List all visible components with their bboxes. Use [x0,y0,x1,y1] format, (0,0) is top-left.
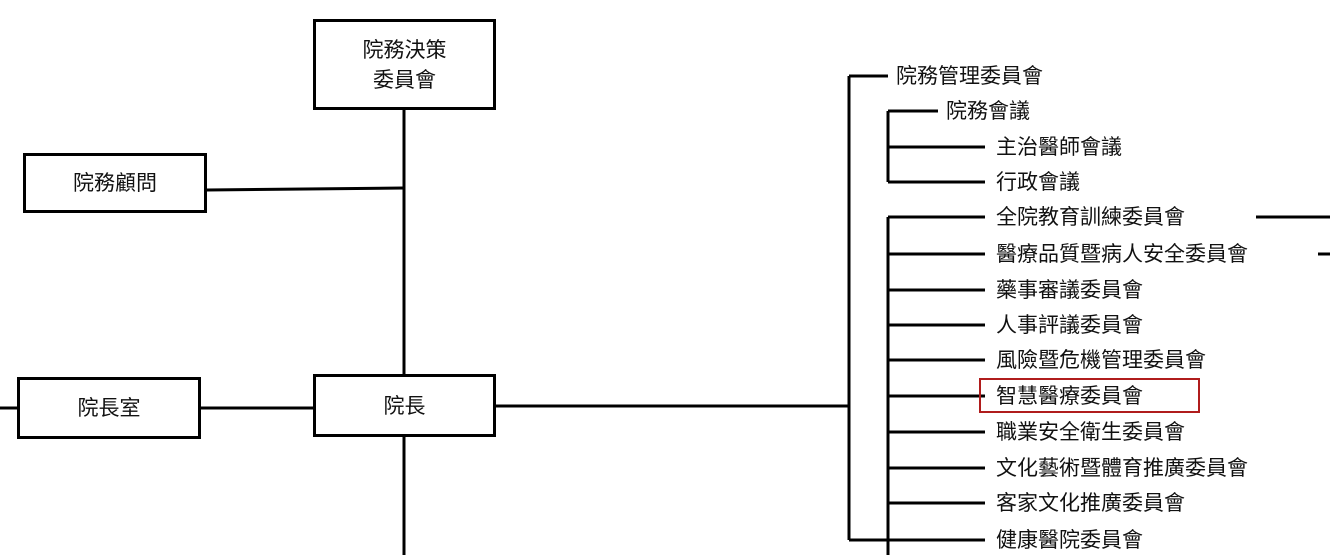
admin-meeting-label: 行政會議 [996,170,1080,194]
president-office-box: 院長室 [17,377,201,439]
president-box: 院長 [313,374,496,437]
committee-item: 文化藝術暨體育推廣委員會 [996,456,1248,480]
decision-committee-box: 院務決策 委員會 [313,19,496,110]
committee-item: 職業安全衛生委員會 [996,420,1185,444]
committee-item: 健康醫院委員會 [996,528,1143,552]
committee-item-highlighted: 智慧醫療委員會 [996,384,1143,408]
highlight-box [979,378,1200,413]
committee-item: 風險暨危機管理委員會 [996,348,1206,372]
management-committee-label: 院務管理委員會 [896,64,1043,88]
committee-item: 客家文化推廣委員會 [996,491,1185,515]
committee-item: 藥事審議委員會 [996,278,1143,302]
committee-item: 全院教育訓練委員會 [996,205,1185,229]
committee-item: 醫療品質暨病人安全委員會 [996,242,1248,266]
advisor-box: 院務顧問 [23,153,207,213]
attending-meeting-label: 主治醫師會議 [996,135,1122,159]
committee-item: 人事評議委員會 [996,313,1143,337]
hospital-meeting-label: 院務會議 [946,99,1030,123]
